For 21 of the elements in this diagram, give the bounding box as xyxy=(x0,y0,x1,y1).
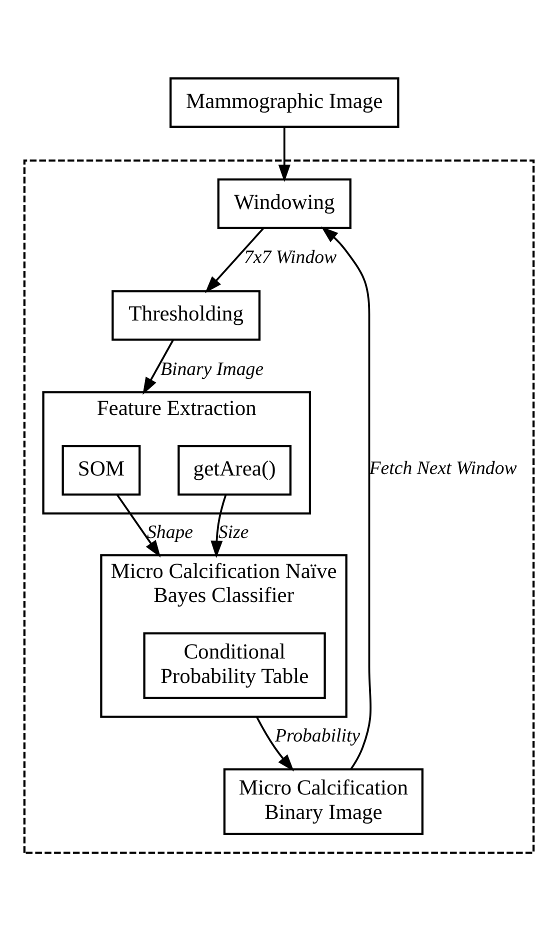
edge-label: Binary Image xyxy=(160,358,264,380)
node-box: Micro Calcification Binary Image xyxy=(223,768,424,835)
arrow xyxy=(210,494,227,558)
edge-label: Size xyxy=(218,521,249,542)
node-box: getArea() xyxy=(178,444,292,496)
node-box: Thresholding xyxy=(112,290,261,340)
edge-label: Probability xyxy=(274,724,360,746)
edge-label: Shape xyxy=(147,521,194,542)
node-box: Windowing xyxy=(217,178,352,228)
arrow xyxy=(116,494,161,558)
edge-label: Fetch Next Window xyxy=(369,457,517,478)
node-box: Mammographic Image xyxy=(170,76,400,128)
arrow xyxy=(142,338,174,394)
node-box: Conditional Probability Table xyxy=(143,632,326,699)
cluster xyxy=(23,158,535,854)
arrow xyxy=(321,226,372,770)
arrow xyxy=(278,126,290,182)
node-box: SOM xyxy=(62,444,141,496)
arrow xyxy=(204,227,264,293)
arrow xyxy=(256,716,294,771)
edge-label: 7x7 Window xyxy=(244,246,337,268)
